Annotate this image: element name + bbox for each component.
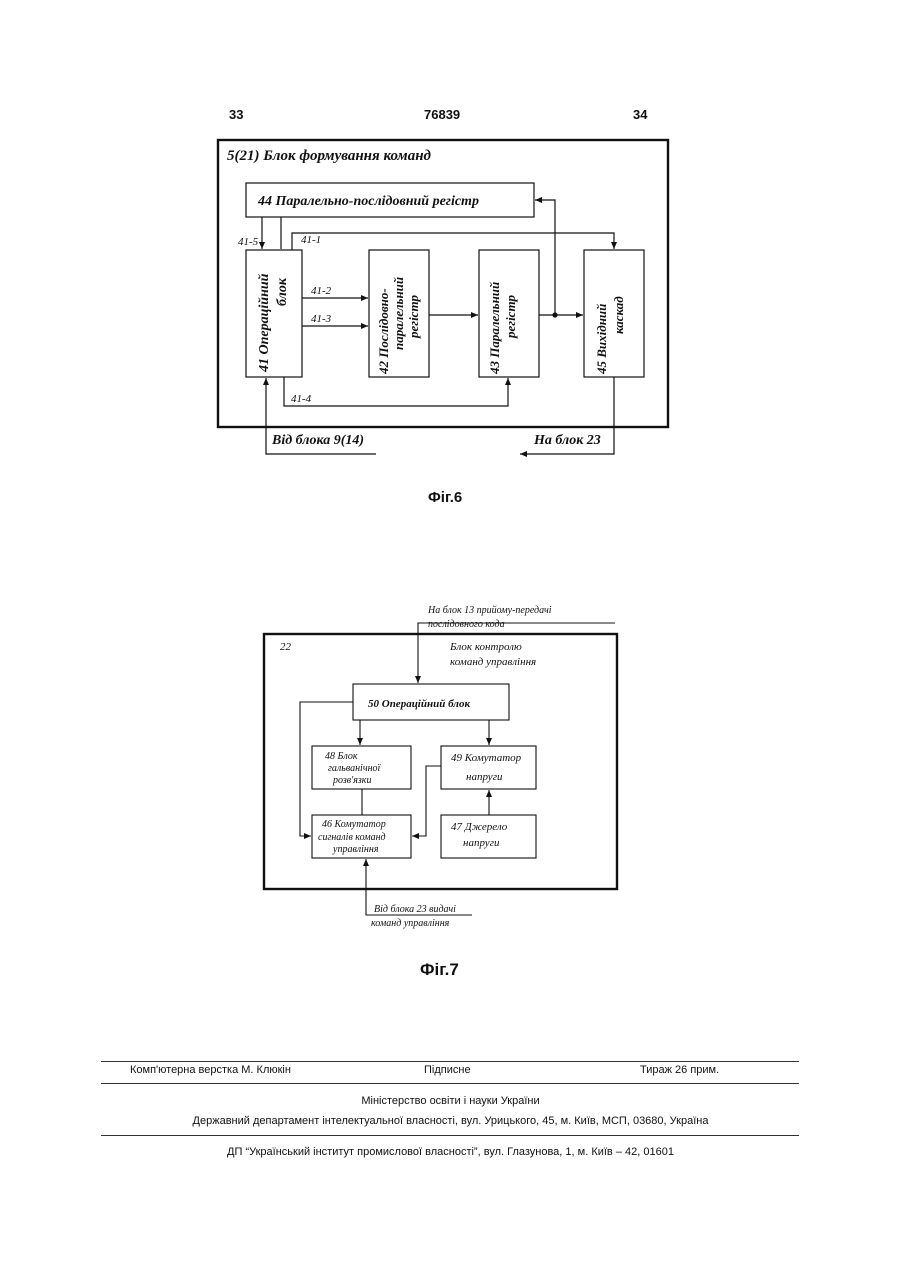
fig7-bottom-note-2: команд управління: [371, 918, 450, 929]
fig6-label-41-3: 41-3: [311, 313, 332, 325]
fig7-caption: Фіг.7: [420, 960, 459, 979]
fig6-block-41: [246, 250, 302, 377]
footer-institute: ДП “Український інститут промислової вла…: [0, 1146, 901, 1158]
fig7-outer-number: 22: [280, 641, 292, 653]
fig7-block-48-label-3: розв'язки: [332, 775, 371, 786]
fig6-block-43-label: 43 Паралельний регістр: [487, 282, 518, 375]
fig7-bottom-note-1: Від блока 23 видачі: [374, 904, 456, 915]
fig6-block-41-label-line-0: 41 Операційний: [257, 273, 272, 373]
fig7-top-note-1: На блок 13 прийому-передачі: [427, 605, 552, 616]
fig6-block-42-label-line-4: регістр: [406, 294, 421, 339]
fig7-block-48-label-1: 48 Блок: [325, 751, 358, 762]
fig6-block-43-label-line-5: 43 Паралельний: [487, 282, 502, 375]
fig7-block-46-label-1: 46 Комутатор: [322, 819, 386, 830]
fig7-top-note-2: послідовного кода: [428, 619, 505, 630]
fig6-block-title: 5(21) Блок формування команд: [227, 148, 432, 164]
footer-ministry: Міністерство освіти і науки України: [0, 1095, 901, 1107]
fig7-block-48-label-2: гальванічної: [328, 763, 382, 774]
fig7-block-46-label-3: управління: [332, 844, 379, 855]
footer-signed: Підписне: [424, 1064, 471, 1076]
fig6-block-45-label-line-7: 45 Вихідний: [594, 304, 609, 375]
fig6-block-45-label: 45 Вихідний каскад: [594, 296, 626, 375]
footer-layout: Комп'ютерна верстка М. Клюкін: [130, 1064, 291, 1076]
fig6-block-42-label: 42 Послідовно- паралельний регістр: [376, 277, 421, 375]
fig7-block-47-label-1: 47 Джерело: [451, 821, 508, 833]
fig7-diagram: [264, 623, 617, 915]
fig6-block-42-label-line-3: паралельний: [391, 277, 406, 350]
fig7-block-50-label: 50 Операційний блок: [368, 698, 470, 710]
fig6-label-41-1: 41-1: [301, 234, 321, 246]
fig6-block-43-label-line-6: регістр: [503, 294, 518, 339]
footer-circulation: Тираж 26 прим.: [640, 1064, 719, 1076]
fig6-label-41-4: 41-4: [291, 393, 312, 405]
fig7-block-49-label-2: напруги: [466, 771, 503, 783]
footer-department: Державний департамент інтелектуальної вл…: [0, 1115, 901, 1127]
fig6-label-41-2: 41-2: [311, 285, 332, 297]
fig6-from-block: Від блока 9(14): [271, 433, 364, 448]
fig6-block-41-label-line-1: блок: [275, 277, 290, 306]
fig6-block-42-label-line-2: 42 Послідовно-: [376, 288, 391, 375]
fig7-block-title-2: команд управління: [450, 656, 536, 668]
footer-rule-2: [101, 1083, 799, 1084]
fig6-block-41-label: 41 Операційний блок: [257, 273, 290, 373]
footer-rule-3: [101, 1135, 799, 1136]
fig6-label-41-5: 41-5: [238, 236, 259, 248]
fig6-block-44-label: 44 Паралельно-послідовний регістр: [257, 194, 479, 209]
fig6-caption: Фіг.6: [428, 489, 462, 506]
fig7-block-47-label-2: напруги: [463, 837, 500, 849]
fig6-block-45-label-line-8: каскад: [611, 296, 626, 334]
fig6-to-block: На блок 23: [533, 433, 601, 448]
fig7-block-46-label-2: сигналів команд: [318, 832, 386, 843]
footer-rule-1: [101, 1061, 799, 1062]
fig7-block-49-label-1: 49 Комутатор: [451, 752, 522, 764]
fig7-block-title-1: Блок контролю: [449, 641, 522, 653]
